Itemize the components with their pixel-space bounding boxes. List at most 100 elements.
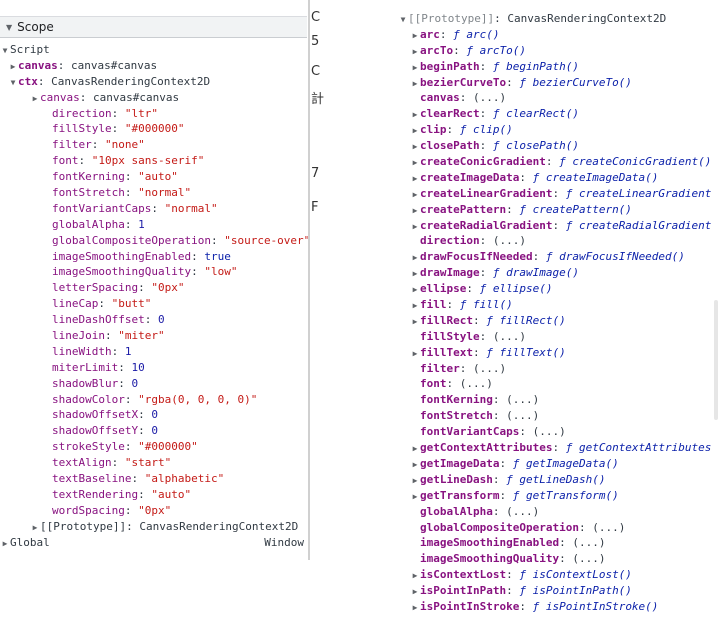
- member-getter[interactable]: (...): [506, 393, 540, 407]
- prototype-member-row[interactable]: globalCompositeOperation: (...): [420, 520, 626, 534]
- prototype-member-row[interactable]: direction: (...): [420, 234, 526, 248]
- prototype-member-row[interactable]: ▶getImageData: ƒ getImageData(): [398, 456, 720, 472]
- prototype-member-row[interactable]: imageSmoothingQuality: (...): [420, 552, 606, 566]
- member-getter[interactable]: (...): [532, 425, 566, 439]
- prototype-member-row[interactable]: font: (...): [420, 377, 493, 391]
- ctx-property-row[interactable]: shadowBlur: 0: [52, 376, 139, 390]
- ctx-property-row[interactable]: shadowColor: "rgba(0, 0, 0, 0)": [52, 392, 258, 406]
- prototype-member-row[interactable]: ▶createConicGradient: ƒ createConicGradi…: [398, 154, 720, 170]
- ctx-property-row[interactable]: font: "10px sans-serif": [52, 154, 205, 168]
- ctx-property-row[interactable]: lineCap: "butt": [52, 297, 152, 311]
- prototype-member-row[interactable]: imageSmoothingEnabled: (...): [420, 536, 606, 550]
- ctx-property-row[interactable]: letterSpacing: "0px": [52, 281, 185, 295]
- member-getter[interactable]: (...): [572, 536, 606, 550]
- scrollbar[interactable]: [714, 300, 718, 420]
- member-getter[interactable]: (...): [473, 361, 507, 375]
- tree-row-canvas[interactable]: ▶canvas: canvas#canvas: [0, 58, 308, 74]
- ctx-property-row[interactable]: imageSmoothingEnabled: true: [52, 249, 231, 263]
- ctx-property-row[interactable]: lineJoin: "miter": [52, 329, 165, 343]
- prototype-member-row[interactable]: ▶createPattern: ƒ createPattern(): [398, 202, 720, 218]
- ctx-property-row[interactable]: globalAlpha: 1: [52, 217, 145, 231]
- collapsed-arrow-icon: ▶: [412, 46, 418, 56]
- ctx-property-row[interactable]: fontVariantCaps: "normal": [52, 201, 218, 215]
- ctx-property-row[interactable]: lineWidth: 1: [52, 344, 132, 358]
- ctx-property-row[interactable]: strokeStyle: "#000000": [52, 440, 198, 454]
- property-value: "rgba(0, 0, 0, 0)": [138, 392, 258, 406]
- ctx-property-row[interactable]: wordSpacing: "0px": [52, 503, 172, 517]
- member-key: createPattern: [420, 202, 507, 216]
- property-value: "ltr": [124, 106, 158, 120]
- ctx-property-row[interactable]: textAlign: "start": [52, 456, 172, 470]
- ctx-property-row[interactable]: fontStretch: "normal": [52, 186, 192, 200]
- prototype-member-row[interactable]: ▶drawFocusIfNeeded: ƒ drawFocusIfNeeded(…: [398, 249, 720, 265]
- tree-row-global[interactable]: ▶Global Window: [0, 535, 308, 551]
- prototype-member-row[interactable]: ▶clearRect: ƒ clearRect(): [398, 106, 720, 122]
- prototype-member-row[interactable]: ▶getTransform: ƒ getTransform(): [398, 488, 720, 504]
- prototype-member-row[interactable]: ▶ellipse: ƒ ellipse(): [398, 281, 720, 297]
- prototype-member-row[interactable]: globalAlpha: (...): [420, 504, 540, 518]
- member-getter[interactable]: (...): [592, 520, 626, 534]
- prototype-member-row[interactable]: ▶isPointInPath: ƒ isPointInPath(): [398, 583, 720, 599]
- clipped-glyph: 計: [311, 92, 325, 107]
- ctx-property-row[interactable]: textBaseline: "alphabetic": [52, 472, 225, 486]
- prototype-member-row[interactable]: ▶createImageData: ƒ createImageData(): [398, 170, 720, 186]
- prototype-member-row[interactable]: ▶fill: ƒ fill(): [398, 297, 720, 313]
- prototype-member-row[interactable]: fontKerning: (...): [420, 393, 540, 407]
- tree-row-prototype[interactable]: ▶[[Prototype]]: CanvasRenderingContext2D: [0, 519, 308, 535]
- prototype-member-row[interactable]: ▶beginPath: ƒ beginPath(): [398, 59, 720, 75]
- prototype-member-row[interactable]: ▶getLineDash: ƒ getLineDash(): [398, 472, 720, 488]
- scope-tree: ▼Script ▶canvas: canvas#canvas ▼ctx: Can…: [0, 42, 308, 551]
- prototype-member-row[interactable]: canvas: (...): [420, 91, 507, 105]
- ctx-property-row[interactable]: textRendering: "auto": [52, 487, 192, 501]
- member-key: createImageData: [420, 170, 520, 184]
- ctx-property-row[interactable]: globalCompositeOperation: "source-over": [0, 233, 308, 249]
- prototype-member-row[interactable]: ▶arcTo: ƒ arcTo(): [398, 43, 720, 59]
- ctx-property-row[interactable]: lineDashOffset: 0: [52, 313, 165, 327]
- member-getter[interactable]: (...): [492, 329, 526, 343]
- scope-section-header[interactable]: ▼ Scope: [0, 16, 307, 38]
- prototype-member-row[interactable]: ▶arc: ƒ arc(): [398, 27, 720, 43]
- ctx-property-row[interactable]: fontKerning: "auto": [52, 170, 178, 184]
- prototype-member-row[interactable]: ▶fillText: ƒ fillText(): [398, 345, 720, 361]
- ctx-property-row[interactable]: filter: "none": [52, 138, 145, 152]
- member-getter[interactable]: (...): [459, 377, 493, 391]
- ctx-property-row[interactable]: direction: "ltr": [52, 106, 158, 120]
- property-key: direction: [52, 106, 112, 120]
- prototype-member-row[interactable]: fillStyle: (...): [420, 329, 526, 343]
- ctx-property-row[interactable]: fillStyle: "#000000": [52, 122, 185, 136]
- scope-title: Scope: [17, 20, 54, 34]
- prototype-member-row[interactable]: ▶clip: ƒ clip(): [398, 122, 720, 138]
- prototype-member-row[interactable]: fontStretch: (...): [420, 409, 540, 423]
- prototype-member-row[interactable]: ▶createLinearGradient: ƒ createLinearGra…: [398, 186, 720, 202]
- property-value: "10px sans-serif": [91, 154, 205, 168]
- prototype-member-row[interactable]: ▶isContextLost: ƒ isContextLost(): [398, 567, 720, 583]
- ctx-property-row[interactable]: miterLimit: 10: [52, 360, 145, 374]
- prototype-member-row[interactable]: ▶createRadialGradient: ƒ createRadialGra…: [398, 218, 720, 234]
- prototype-member-row[interactable]: ▶closePath: ƒ closePath(): [398, 138, 720, 154]
- ctx-property-row[interactable]: shadowOffsetY: 0: [52, 424, 158, 438]
- member-getter[interactable]: (...): [506, 409, 540, 423]
- ctx-property-row[interactable]: imageSmoothingQuality: "low": [52, 265, 238, 279]
- prototype-member-row[interactable]: filter: (...): [420, 361, 507, 375]
- prototype-value: CanvasRenderingContext2D: [507, 12, 667, 25]
- prototype-header-row[interactable]: ▼[[Prototype]]: CanvasRenderingContext2D: [398, 11, 720, 27]
- member-getter[interactable]: (...): [473, 91, 507, 105]
- member-key: fillText: [420, 345, 473, 359]
- prototype-member-row[interactable]: ▶isPointInStroke: ƒ isPointInStroke(): [398, 599, 720, 615]
- member-getter[interactable]: (...): [506, 504, 540, 518]
- property-value: "low": [204, 265, 238, 279]
- prototype-member-row[interactable]: fontVariantCaps: (...): [420, 425, 566, 439]
- property-key: fontKerning: [52, 170, 125, 184]
- pane-divider[interactable]: [308, 0, 310, 560]
- member-getter[interactable]: (...): [492, 234, 526, 248]
- prototype-member-row[interactable]: ▶getContextAttributes: ƒ getContextAttri…: [398, 440, 720, 456]
- ctx-property-row[interactable]: shadowOffsetX: 0: [52, 408, 158, 422]
- prototype-member-row[interactable]: ▶drawImage: ƒ drawImage(): [398, 265, 720, 281]
- prototype-member-row[interactable]: ▶fillRect: ƒ fillRect(): [398, 313, 720, 329]
- tree-row-ctx[interactable]: ▼ctx: CanvasRenderingContext2D: [0, 74, 308, 90]
- ctx-property-row[interactable]: ▶canvas: canvas#canvas: [0, 90, 308, 106]
- member-key: fillStyle: [420, 329, 480, 343]
- prototype-member-row[interactable]: ▶bezierCurveTo: ƒ bezierCurveTo(): [398, 75, 720, 91]
- tree-row-script[interactable]: ▼Script: [0, 42, 308, 58]
- member-getter[interactable]: (...): [572, 552, 606, 566]
